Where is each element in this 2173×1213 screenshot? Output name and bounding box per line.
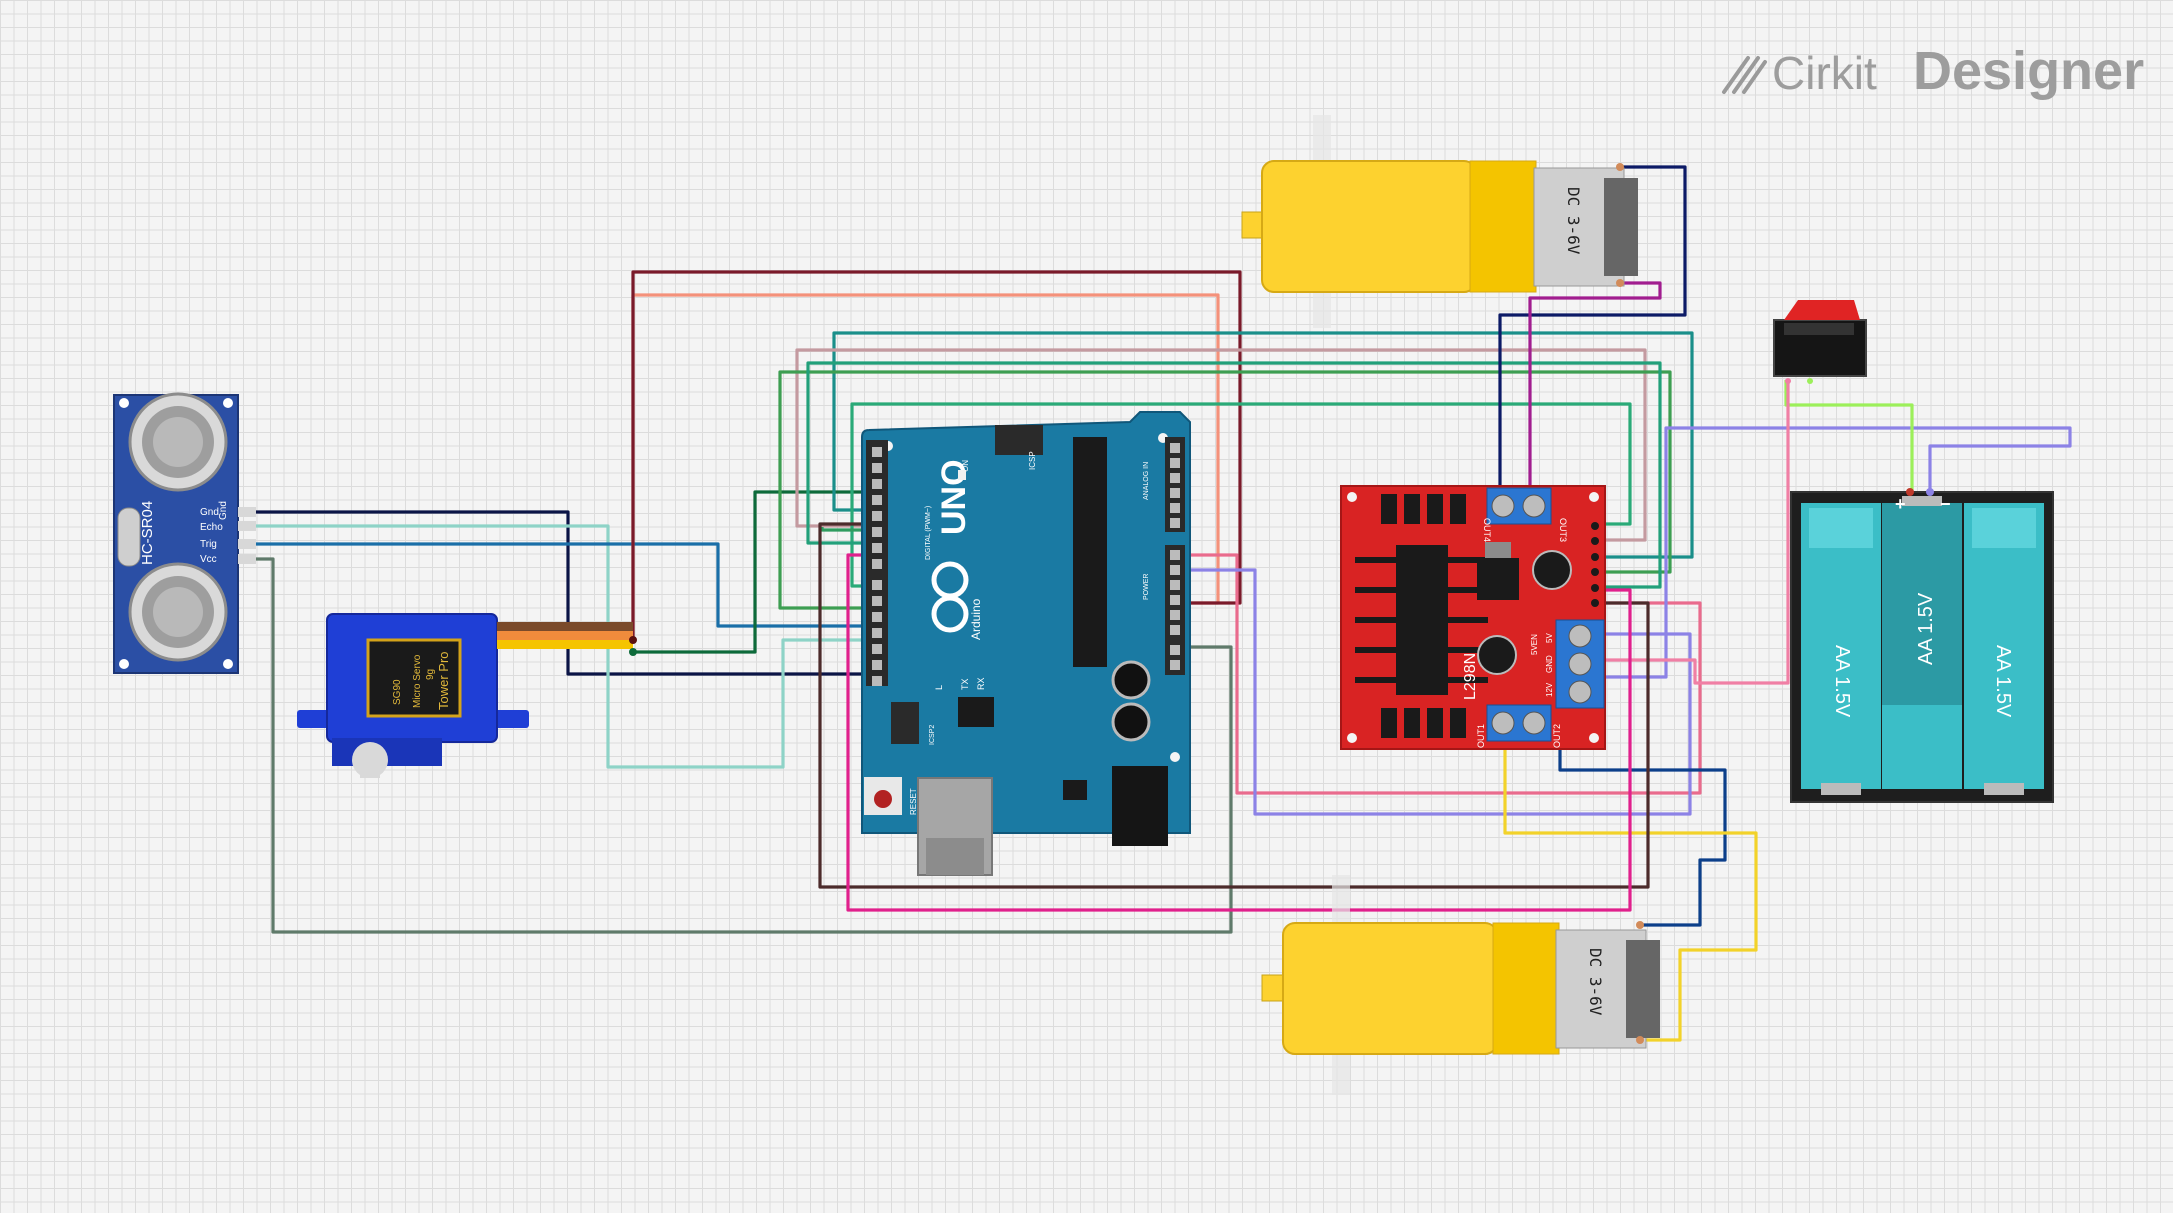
terminal-power [1555, 619, 1605, 709]
battery-minus: − [1940, 494, 1951, 514]
sensor-name: HC-SR04 [139, 501, 156, 565]
icsp2-label: ICSP2 [929, 725, 936, 745]
l298n-driver[interactable]: L298N OUT4 OUT3 OUT1 OUT2 12V GND 5V [1340, 485, 1606, 750]
arduino-model: UNO [935, 459, 973, 535]
icsp-label: ICSP [1028, 451, 1037, 470]
brand-suffix: Designer [1913, 41, 2144, 101]
gnd-label: GND [1545, 655, 1554, 673]
motor-top-label: DC 3-6V [1564, 187, 1583, 255]
arduino-brand: Arduino [969, 598, 983, 640]
out2-label: OUT2 [1552, 724, 1562, 748]
cell-1-label: AA 1.5V [1831, 645, 1853, 718]
l-led-label: L [934, 685, 944, 690]
driver-model: L298N [1462, 653, 1479, 700]
wire-bat-switch [1784, 380, 1914, 492]
battery-pack[interactable]: AA 1.5V AA 1.5V AA 1.5V + − [1790, 488, 2054, 803]
wire-servo-vcc [631, 270, 1242, 640]
wire-sensor-vcc [256, 557, 1233, 934]
transducer-top [128, 392, 228, 492]
brand-prefix: Cirkit [1772, 47, 1877, 99]
wire-loop-brown [818, 522, 1650, 889]
rx-label: RX [976, 677, 986, 690]
terminal-out4-out3 [1486, 487, 1552, 525]
pin-label-trig: Trig [200, 539, 217, 550]
wire-servo-gnd [633, 490, 876, 654]
cell-2-label: AA 1.5V [1915, 592, 1937, 665]
servo-line1: Micro Servo [412, 654, 423, 708]
wire-motor1-a [1498, 165, 1687, 492]
on-label: ON [961, 460, 970, 472]
servo-brand: Tower Pro [436, 651, 451, 710]
sensor-pin-gnd: Gnd [218, 501, 229, 520]
servo-motor[interactable]: SG90 Micro Servo 9g Tower Pro [297, 613, 637, 778]
digital-header-label: DIGITAL (PWM~) [925, 506, 932, 560]
wire-loop-magenta [846, 553, 1632, 912]
wire-motor2-a [1558, 730, 1727, 927]
reset-label: RESET [909, 788, 918, 815]
ultrasonic-sensor[interactable]: HC-SR04 Gnd Gnd Echo Trig Vcc [113, 392, 256, 674]
wires [256, 165, 2072, 1042]
tx-label: TX [960, 678, 970, 690]
driver-input-pins [1591, 522, 1599, 607]
battery-cell-2: AA 1.5V [1882, 496, 1962, 789]
heatsink [1355, 545, 1488, 695]
arduino-infinity-logo [931, 561, 969, 633]
wire-motor1-b [1528, 281, 1662, 492]
wire-in1 [832, 331, 1694, 559]
power-label: POWER [1143, 574, 1150, 600]
sensor-pins: Gnd Echo Trig Vcc [200, 507, 256, 565]
wire-sensor-gnd [256, 510, 876, 676]
out3-label: OUT3 [1558, 518, 1568, 542]
rocker-switch[interactable] [1773, 300, 1867, 384]
wire-sensor-trig [256, 542, 876, 628]
dc-motor-top[interactable]: DC 3-6V [1241, 115, 1638, 328]
brand-logo: Cirkit Designer [1722, 41, 2144, 101]
out1-label: OUT1 [1476, 724, 1486, 748]
wire-vin [1177, 553, 1702, 795]
pencil-hatch-icon [1722, 56, 1767, 94]
wire-in2 [795, 348, 1647, 542]
v12-label: 12V [1545, 682, 1554, 697]
battery-cell-3: AA 1.5V [1964, 503, 2044, 795]
wire-sensor-echo [256, 524, 876, 769]
transducer-bottom [128, 562, 228, 662]
pin-label-vcc: Vcc [200, 554, 217, 565]
pin-label-gnd: Gnd [200, 507, 219, 518]
terminal-out1-out2 [1486, 704, 1552, 742]
wire-ena [820, 527, 876, 532]
sven-label: 5VEN [1530, 634, 1539, 655]
wire-gnd-pwr [1177, 568, 1692, 816]
motor-bottom-label: DC 3-6V [1586, 948, 1605, 1016]
out4-label: OUT4 [1482, 518, 1492, 542]
battery-cell-1: AA 1.5V [1801, 503, 1881, 795]
servo-line2: 9g [425, 669, 436, 680]
servo-cable [497, 622, 633, 649]
pin-label-echo: Echo [200, 522, 223, 533]
v5-label: 5V [1545, 633, 1554, 643]
wire-in4 [850, 402, 1632, 588]
wire-motor2-b [1503, 730, 1758, 1042]
servo-model: SG90 [392, 679, 403, 705]
battery-plus: + [1895, 494, 1906, 514]
arduino-uno[interactable]: DIGITAL (PWM~) UNO Arduino ICSP ON POWER [861, 411, 1191, 876]
analog-label: ANALOG IN [1143, 462, 1150, 500]
wire-12v [1580, 426, 2072, 679]
dc-motor-bottom[interactable]: DC 3-6V [1261, 875, 1660, 1095]
cell-3-label: AA 1.5V [1992, 645, 2014, 718]
wire-switch-driver [1580, 382, 1790, 685]
